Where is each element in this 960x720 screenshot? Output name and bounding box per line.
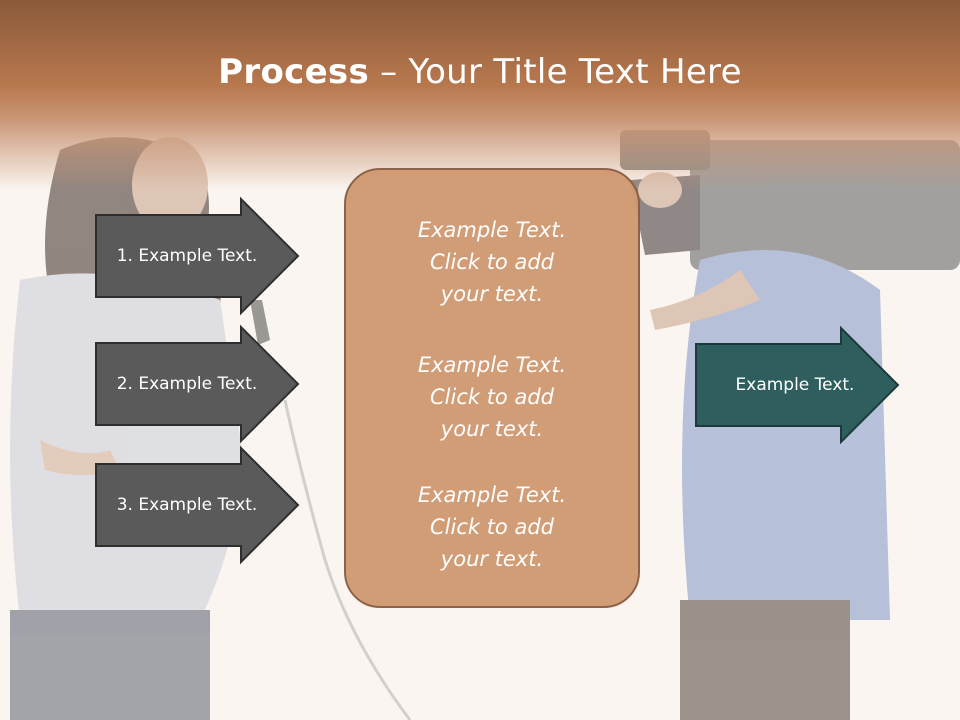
center-text-line: Example Text. [417, 353, 567, 377]
result-arrow[interactable]: Example Text. [695, 325, 900, 445]
result-label: Example Text. [735, 375, 855, 395]
center-text-line: your text. [440, 547, 544, 571]
result-arrow-shape [695, 325, 900, 445]
step-arrow-shape [95, 324, 300, 444]
step-arrow-1[interactable]: 1. Example Text. [95, 196, 300, 316]
center-text-line: Click to add [429, 250, 554, 274]
title-bold: Process [218, 52, 370, 92]
center-text-item-2[interactable]: Example Text. Click to add your text. [346, 349, 638, 445]
step-arrow-shape [95, 445, 300, 565]
center-text-line: Example Text. [417, 218, 567, 242]
center-text-item-3[interactable]: Example Text. Click to add your text. [346, 479, 638, 575]
step-arrow-3[interactable]: 3. Example Text. [95, 445, 300, 565]
step-arrow-shape [95, 196, 300, 316]
step-label: 1. Example Text. [116, 246, 258, 266]
center-text-line: your text. [440, 417, 544, 441]
header-band [0, 0, 960, 190]
step-arrow-2[interactable]: 2. Example Text. [95, 324, 300, 444]
title-rest: Your Title Text Here [408, 52, 742, 92]
center-text-line: Click to add [429, 385, 554, 409]
center-text-item-1[interactable]: Example Text. Click to add your text. [346, 214, 638, 310]
center-text-line: your text. [440, 282, 544, 306]
slide-title[interactable]: Process – Your Title Text Here [0, 52, 960, 92]
step-label: 3. Example Text. [116, 495, 258, 515]
center-text-line: Example Text. [417, 483, 567, 507]
center-text-line: Click to add [429, 515, 554, 539]
step-label: 2. Example Text. [116, 374, 258, 394]
center-text-box[interactable]: Example Text. Click to add your text. Ex… [344, 168, 640, 608]
title-separator: – [369, 52, 409, 92]
